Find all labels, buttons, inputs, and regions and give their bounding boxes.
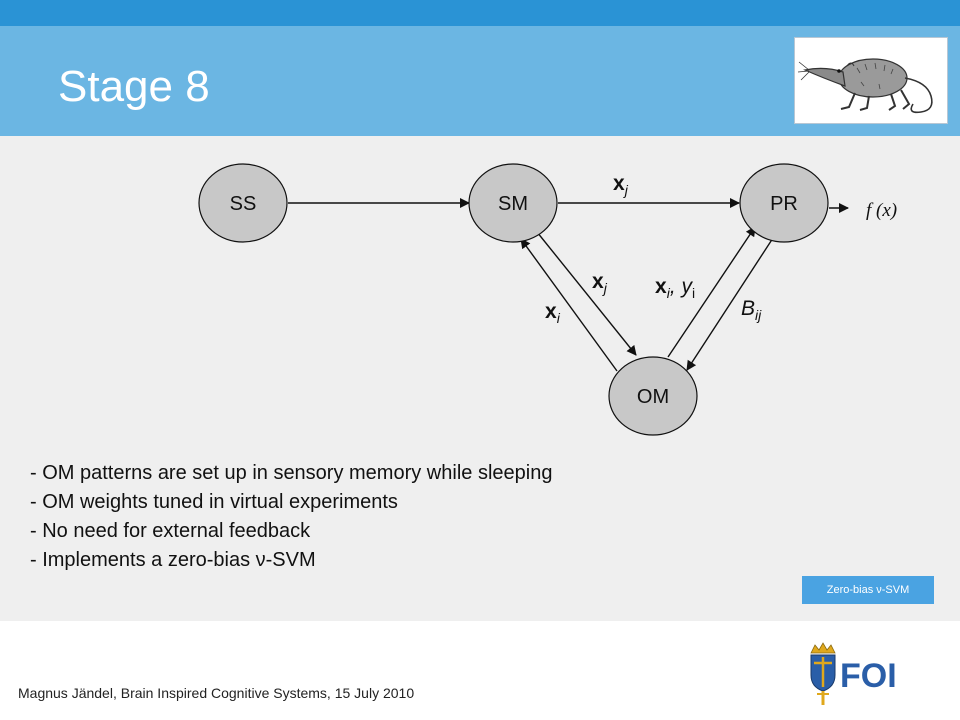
label-xj-mid: xj: [592, 270, 608, 296]
foi-logo: FOI: [810, 642, 897, 705]
label-bij: Bij: [741, 297, 762, 323]
node-pr: PR: [739, 163, 829, 243]
bullet-item: - OM patterns are set up in sensory memo…: [30, 462, 553, 484]
bullet-item: - OM weights tuned in virtual experiment…: [30, 491, 398, 513]
shrew-icon: [797, 58, 933, 114]
bullet-item: - Implements a zero-bias ν-SVM: [30, 549, 316, 571]
label-xi-yi: xi, yi: [655, 275, 695, 301]
node-sm: SM: [468, 163, 558, 243]
node-om-label: OM: [637, 386, 669, 408]
footer-citation: Magnus Jändel, Brain Inspired Cognitive …: [18, 685, 415, 701]
node-pr-label: PR: [770, 193, 798, 215]
zero-bias-svm-link[interactable]: Zero-bias ν-SVM: [802, 576, 934, 604]
sword-icon: [821, 691, 825, 705]
node-om: OM: [608, 356, 698, 436]
edge-sm-om: [536, 231, 637, 356]
node-ss: SS: [198, 163, 288, 243]
label-output-fx: f (x): [866, 200, 897, 221]
label-xj-top: xj: [613, 172, 629, 198]
node-sm-label: SM: [498, 193, 528, 215]
slide-title: Stage 8: [58, 62, 210, 111]
label-xi-left: xi: [545, 300, 561, 326]
crown-icon: [810, 642, 836, 654]
node-ss-label: SS: [230, 193, 257, 215]
edge-om-pr: [667, 226, 756, 358]
edge-om-sm: [520, 238, 618, 372]
edge-pr-om: [686, 237, 774, 371]
bullet-item: - No need for external feedback: [30, 520, 311, 542]
top-accent-bar: [0, 0, 960, 26]
shrew-illustration: [794, 37, 948, 124]
bullet-list: - OM patterns are set up in sensory memo…: [30, 459, 552, 575]
foi-wordmark: FOI: [840, 657, 897, 695]
